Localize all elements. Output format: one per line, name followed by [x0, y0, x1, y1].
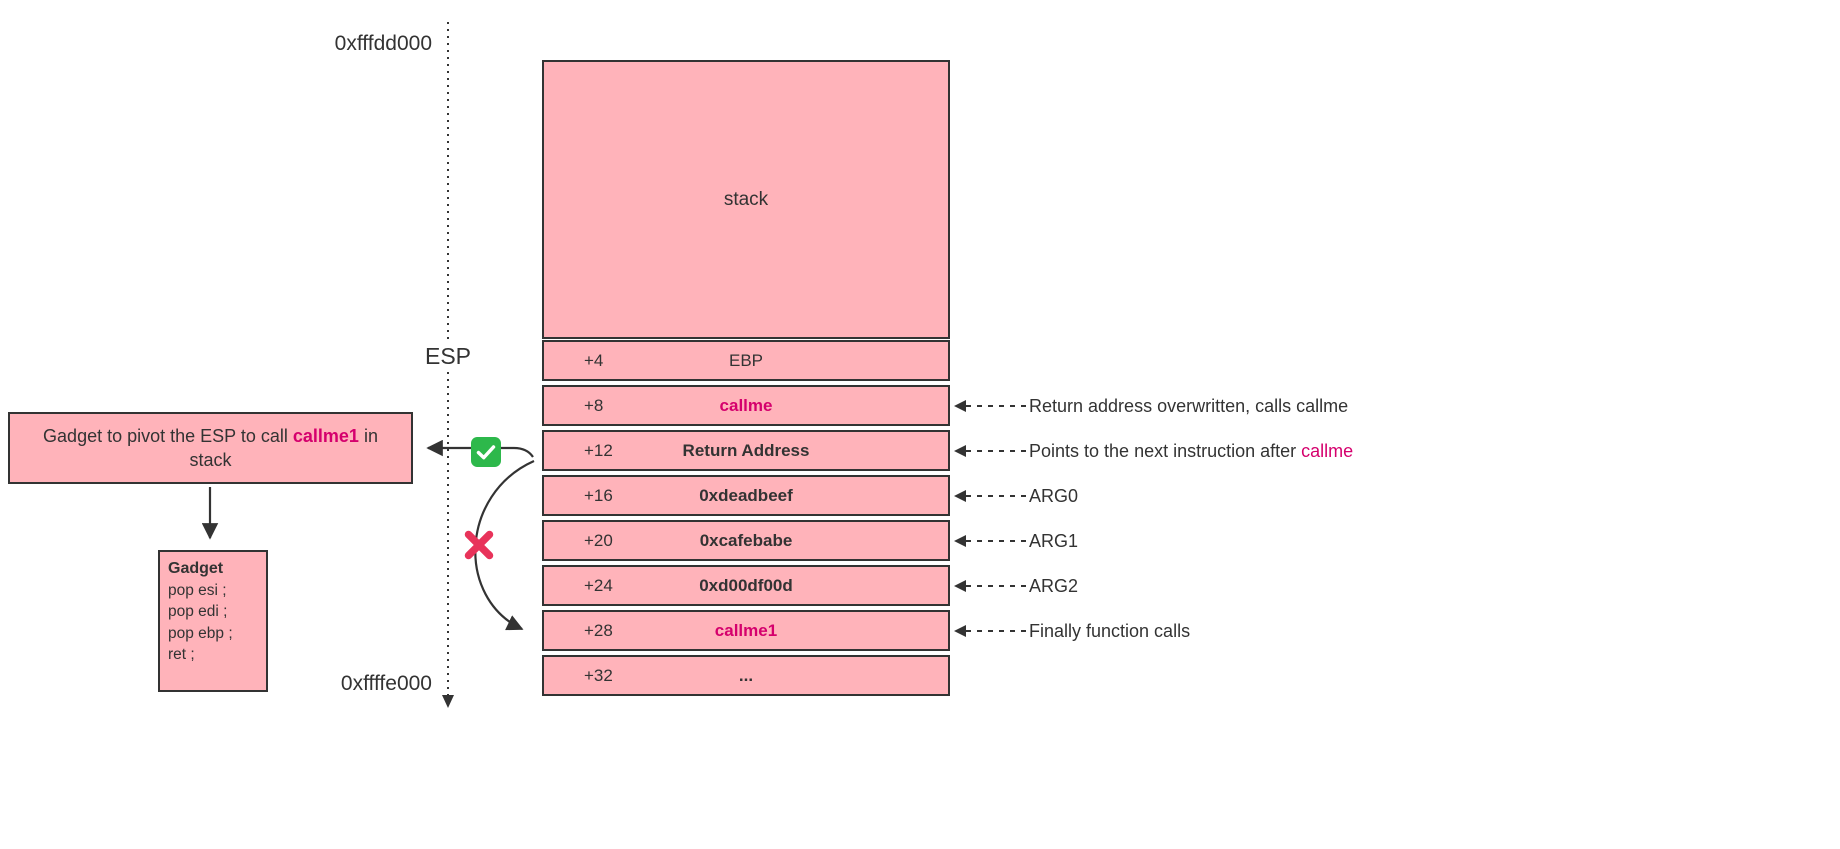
dashed-arrow-left-icon	[954, 580, 1026, 592]
stack-region-label: stack	[723, 188, 769, 210]
stack-row-ellipsis: +32 ...	[542, 655, 950, 696]
gadget-instruction: ret ;	[168, 646, 195, 664]
row-value: callme	[719, 395, 773, 415]
gadget-instructions-box: Gadget pop esi ; pop edi ; pop ebp ; ret…	[158, 550, 268, 692]
gadget-instruction: pop edi ;	[168, 603, 228, 621]
dashed-arrow-left-icon	[954, 400, 1026, 412]
annotation-arg1: ARG1	[952, 529, 1078, 553]
dashed-arrow-left-icon	[954, 625, 1026, 637]
row-value: Return Address	[682, 440, 810, 460]
row-offset: +12	[584, 440, 613, 460]
stack-top-address: 0xfffdd000	[334, 32, 432, 55]
row-value: 0xd00df00d	[699, 575, 793, 595]
stack-row-arg1: +20 0xcafebabe	[542, 520, 950, 561]
stack-row-callme: +8 callme	[542, 385, 950, 426]
annotation-return-overwritten: Return address overwritten, calls callme	[952, 394, 1348, 418]
row-offset: +24	[584, 575, 613, 595]
check-icon	[471, 437, 501, 467]
annotation-points-next-instruction: Points to the next instruction after cal…	[952, 439, 1353, 463]
row-offset: +20	[584, 530, 613, 550]
gadget-title: Gadget	[168, 560, 224, 577]
row-value: 0xdeadbeef	[699, 485, 793, 505]
pivot-text-suffix: in stack	[189, 425, 378, 470]
dashed-arrow-left-icon	[954, 445, 1026, 457]
stack-region-box: stack	[542, 60, 950, 339]
annotation-highlight: callme	[1301, 440, 1354, 461]
annotation-arg2: ARG2	[952, 574, 1078, 598]
annotation-text: ARG2	[1029, 575, 1079, 596]
row-offset: +32	[584, 665, 613, 685]
row-value: 0xcafebabe	[699, 530, 793, 550]
stack-row-callme1: +28 callme1	[542, 610, 950, 651]
row-value: ...	[738, 665, 754, 685]
annotation-text: ARG0	[1029, 485, 1079, 506]
dashed-arrow-left-icon	[954, 490, 1026, 502]
gadget-instruction: pop ebp ;	[168, 624, 233, 642]
cross-icon	[461, 527, 497, 563]
pivot-text-highlight: callme1	[292, 425, 359, 446]
row-value: callme1	[714, 620, 778, 640]
row-offset: +4	[584, 350, 604, 370]
stack-table: +4 EBP +8 callme +12 Return Address +16 …	[542, 340, 950, 700]
stack-row-arg0: +16 0xdeadbeef	[542, 475, 950, 516]
annotation-text-prefix: Points to the next instruction after	[1029, 440, 1302, 461]
pivot-gadget-box: Gadget to pivot the ESP to call callme1 …	[8, 412, 413, 484]
annotation-text: Return address overwritten, calls callme	[1029, 395, 1349, 416]
esp-register-label: ESP	[413, 342, 483, 371]
annotation-text: ARG1	[1029, 530, 1079, 551]
row-offset: +16	[584, 485, 613, 505]
esp-axis-arrowhead-icon	[442, 695, 454, 708]
stack-bottom-address: 0xffffe000	[340, 672, 432, 695]
dashed-arrow-left-icon	[954, 535, 1026, 547]
row-value: EBP	[728, 350, 764, 370]
pivot-text-prefix: Gadget to pivot the ESP to call	[43, 425, 293, 446]
stack-row-arg2: +24 0xd00df00d	[542, 565, 950, 606]
annotation-text: Points to the next instruction after cal…	[1029, 441, 1353, 462]
pivot-gadget-text: Gadget to pivot the ESP to call callme1 …	[10, 424, 411, 473]
annotation-finally-calls: Finally function calls	[952, 619, 1190, 643]
gadget-instruction: pop esi ;	[168, 582, 227, 600]
stack-row-return-address: +12 Return Address	[542, 430, 950, 471]
row-offset: +28	[584, 620, 613, 640]
annotation-text: Finally function calls	[1029, 620, 1191, 641]
row-offset: +8	[584, 395, 604, 415]
stack-row-ebp: +4 EBP	[542, 340, 950, 381]
annotation-arg0: ARG0	[952, 484, 1078, 508]
